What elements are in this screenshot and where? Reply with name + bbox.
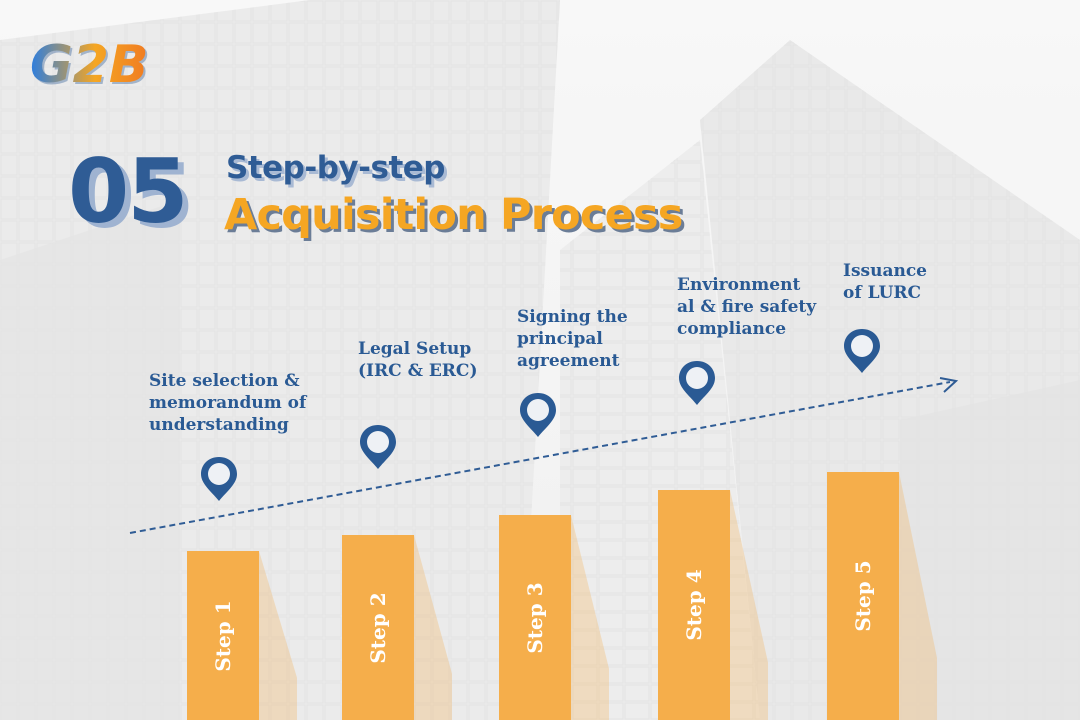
section-number: 05 bbox=[68, 140, 188, 243]
bar-shadow bbox=[658, 490, 768, 720]
step-4-bar: Step 4 bbox=[658, 490, 730, 720]
location-pin-icon bbox=[840, 325, 884, 377]
step-5-bar: Step 5 bbox=[827, 472, 899, 720]
g2b-logo-mark: G2B G2B bbox=[30, 35, 151, 97]
step-3-bar-label: Step 3 bbox=[523, 581, 547, 654]
step-2-description: Legal Setup(IRC & ERC) bbox=[358, 339, 478, 381]
logo-shadow-text: G2B bbox=[32, 37, 151, 97]
title-line-1: Step-by-step bbox=[226, 150, 445, 186]
bar-shadow bbox=[342, 535, 452, 720]
g2b-logo: G2B G2B bbox=[28, 28, 178, 98]
bar-shadow bbox=[187, 551, 297, 720]
bar-shadow bbox=[499, 515, 609, 720]
step-1-bar-label: Step 1 bbox=[211, 599, 235, 672]
title-line-2: Acquisition Process bbox=[224, 190, 683, 240]
step-1-bar: Step 1 bbox=[187, 551, 259, 720]
step-4-bar-label: Step 4 bbox=[682, 569, 706, 641]
location-pin-icon bbox=[356, 421, 400, 473]
step-5-bar-label: Step 5 bbox=[851, 560, 875, 632]
step-3-bar: Step 3 bbox=[499, 515, 571, 720]
bar-shadow bbox=[827, 472, 937, 720]
location-pin-icon bbox=[675, 357, 719, 409]
location-pin-icon bbox=[197, 453, 241, 505]
step-2-bar: Step 2 bbox=[342, 535, 414, 720]
location-pin-icon bbox=[516, 389, 560, 441]
logo-text: G2B bbox=[30, 35, 149, 95]
step-2-bar-label: Step 2 bbox=[366, 591, 390, 664]
